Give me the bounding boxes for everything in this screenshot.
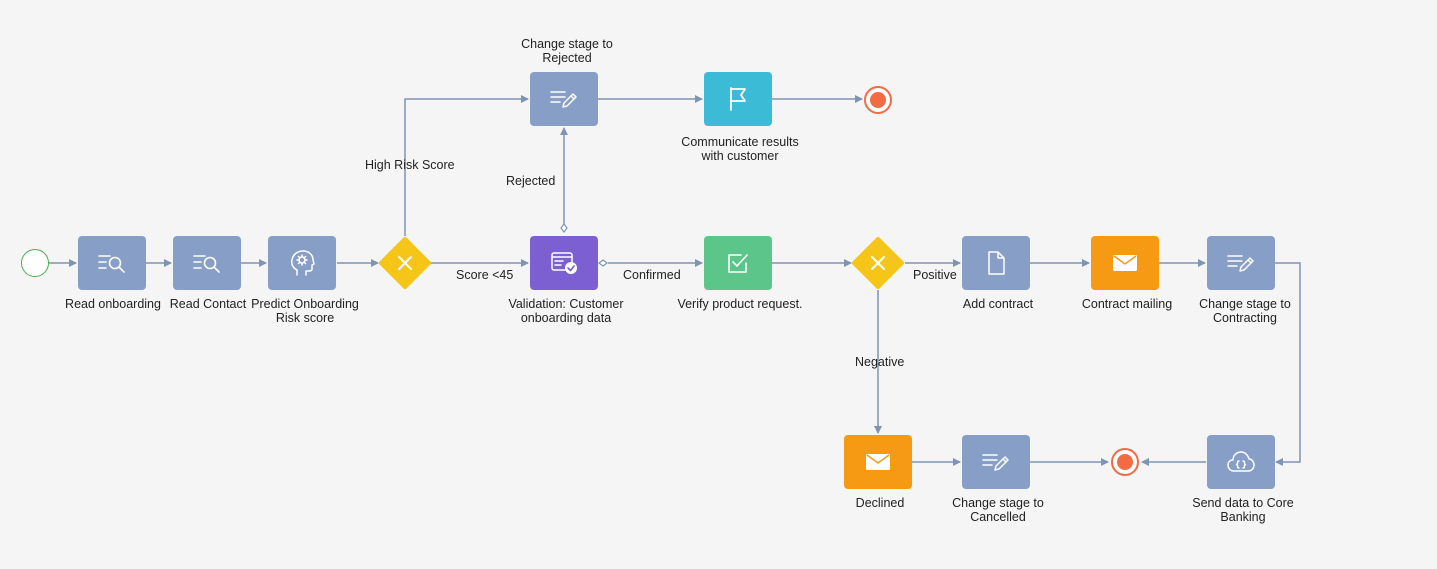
brain-icon	[291, 250, 315, 276]
flag-icon	[730, 87, 746, 111]
edit-icon	[550, 91, 577, 108]
task-label: Change stage to Contracting	[1199, 297, 1291, 325]
task-add-contract[interactable]	[962, 236, 1030, 290]
task-label: Read Contact	[169, 297, 247, 311]
task-change-stage-cancelled[interactable]	[962, 435, 1030, 489]
task-label: Add contract	[962, 297, 1034, 311]
end-event-completion[interactable]	[1111, 448, 1139, 476]
check-icon	[728, 254, 748, 273]
document-icon	[988, 251, 1005, 275]
task-verify-product-request[interactable]	[704, 236, 772, 290]
cloud-code-icon	[1227, 451, 1255, 472]
task-label: Read onboarding	[65, 297, 161, 311]
flow-label-negative: Negative	[855, 355, 905, 369]
validation-icon	[551, 252, 577, 274]
conditional-diamond-rejected	[560, 223, 568, 233]
task-label: Communicate results with customer	[681, 135, 799, 163]
flow-label-confirmed: Confirmed	[623, 268, 681, 282]
task-read-contact[interactable]	[173, 236, 241, 290]
x-icon	[871, 256, 885, 270]
task-label: Validation: Customer onboarding data	[508, 297, 624, 325]
edit-icon	[1227, 255, 1254, 272]
flow-label-positive: Positive	[913, 268, 957, 282]
task-label: Verify product request.	[677, 297, 803, 311]
task-label: Contract mailing	[1081, 297, 1173, 311]
task-predict-risk-score[interactable]	[268, 236, 336, 290]
mail-icon	[1113, 255, 1137, 271]
flow-label-score: Score <45	[456, 268, 514, 282]
task-label: Change stage to Cancelled	[952, 496, 1044, 524]
flow-change-contracting-to-send-core	[1275, 262, 1301, 466]
x-icon	[398, 256, 412, 270]
task-label: Change stage to Rejected	[521, 37, 613, 65]
exclusive-gateway-verification[interactable]	[851, 236, 905, 290]
task-communicate-results[interactable]	[704, 72, 772, 126]
task-change-stage-rejected[interactable]	[530, 72, 598, 126]
end-event-rejected[interactable]	[864, 86, 892, 114]
read-search-icon	[193, 255, 220, 273]
read-search-icon	[98, 255, 125, 273]
task-label: Predict Onboarding Risk score	[251, 297, 359, 325]
task-send-data-core-banking[interactable]	[1207, 435, 1275, 489]
edit-icon	[982, 454, 1009, 471]
flow-label-high-risk: High Risk Score	[365, 158, 455, 172]
task-declined[interactable]	[844, 435, 912, 489]
task-label: Declined	[855, 496, 905, 510]
mail-icon	[866, 454, 890, 470]
start-event[interactable]	[21, 249, 49, 277]
task-label: Send data to Core Banking	[1192, 496, 1294, 524]
task-read-onboarding[interactable]	[78, 236, 146, 290]
task-change-stage-contracting[interactable]	[1207, 236, 1275, 290]
task-contract-mailing[interactable]	[1091, 236, 1159, 290]
conditional-diamond-confirmed	[598, 259, 608, 267]
task-validation-customer-onboarding[interactable]	[530, 236, 598, 290]
flow-gateway-high-risk	[404, 95, 529, 236]
exclusive-gateway-risk[interactable]	[378, 236, 432, 290]
flow-label-rejected: Rejected	[506, 174, 556, 188]
